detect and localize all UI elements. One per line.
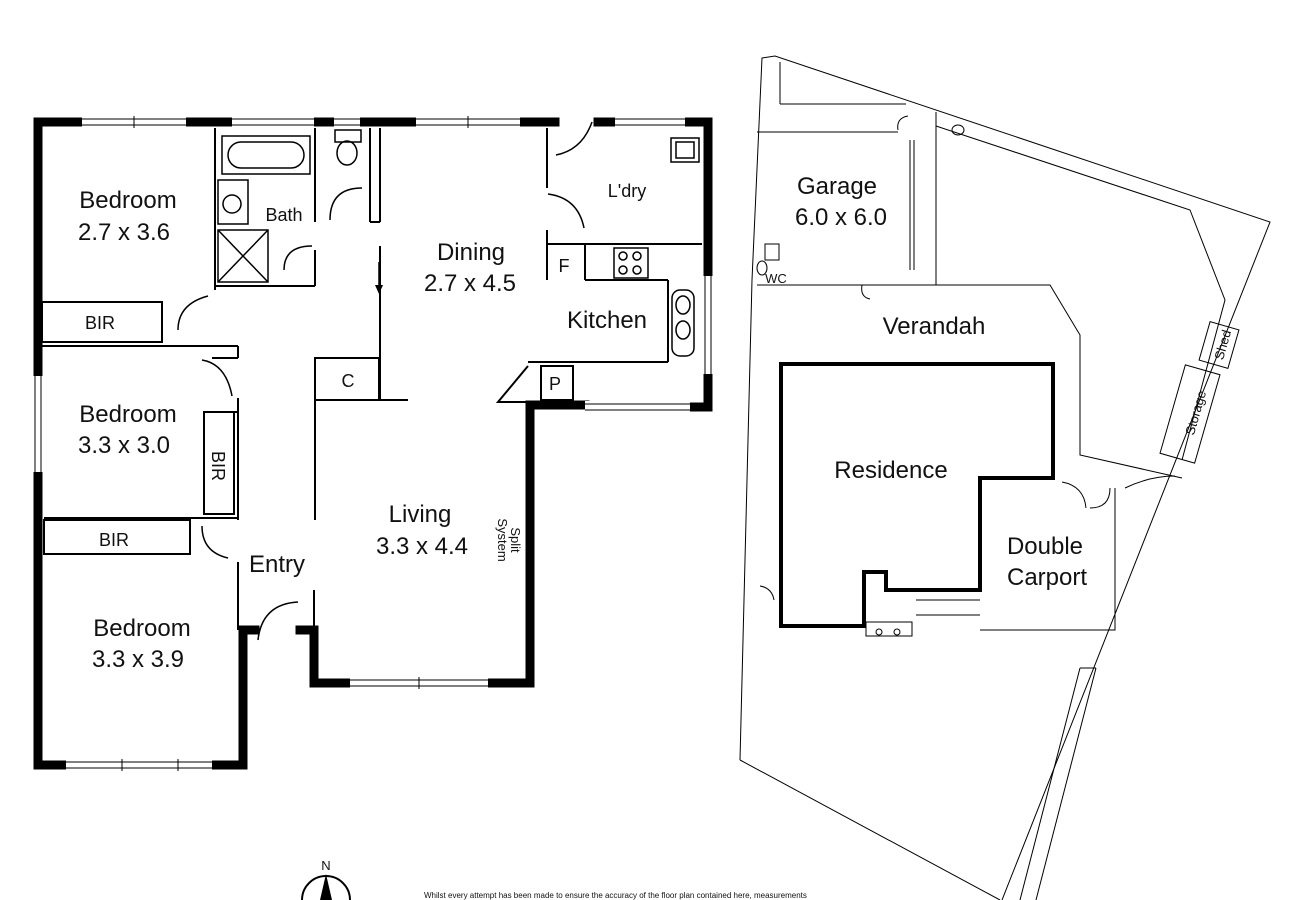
bedroom-3-size: 3.3 x 3.9 — [92, 646, 184, 673]
north-compass: N — [301, 858, 351, 900]
carport-label-line2: Carport — [1007, 564, 1087, 591]
disclaimer-text: Whilst every attempt has been made to en… — [424, 891, 807, 900]
hallway-arrow — [375, 262, 383, 294]
garage-label: Garage — [797, 173, 877, 200]
split-system-line2: System — [495, 518, 510, 561]
boundary-lines — [739, 55, 1271, 900]
bedroom-1-size: 2.7 x 3.6 — [78, 219, 170, 246]
bathroom-fixtures — [217, 129, 362, 283]
bath-label: Bath — [265, 205, 302, 225]
windows — [32, 116, 714, 771]
bir-2-label: BIR — [208, 451, 228, 481]
bedroom-2-size: 3.3 x 3.0 — [78, 432, 170, 459]
living-size: 3.3 x 4.4 — [376, 533, 468, 560]
kitchen-label: Kitchen — [567, 307, 647, 334]
laundry-label: L'dry — [608, 181, 646, 201]
bir-3-label: BIR — [99, 530, 129, 550]
verandah-label: Verandah — [883, 313, 986, 340]
living-label: Living — [389, 501, 452, 528]
garage-size: 6.0 x 6.0 — [795, 204, 887, 231]
carport-label-line1: Double — [1007, 533, 1083, 560]
site-plan: Garage 6.0 x 6.0 WC Verandah Residence D… — [739, 55, 1271, 900]
bedroom-1-label: Bedroom — [79, 187, 176, 214]
pantry-label: P — [549, 374, 561, 394]
cupboard-label: C — [342, 371, 355, 391]
shed-label: Shed — [1211, 328, 1234, 361]
split-system-line1: Split — [508, 527, 523, 553]
dining-size: 2.7 x 4.5 — [424, 270, 516, 297]
interior-walls — [41, 128, 702, 630]
residence-label: Residence — [834, 457, 947, 484]
house-plan: Bedroom 2.7 x 3.6 Bath Dining 2.7 x 4.5 … — [32, 116, 714, 771]
bedroom-3-label: Bedroom — [93, 615, 190, 642]
bedroom-2-label: Bedroom — [79, 401, 176, 428]
wc-label: WC — [765, 271, 787, 286]
compass-north-label: N — [321, 858, 330, 873]
dining-label: Dining — [437, 239, 505, 266]
bir-1-label: BIR — [85, 313, 115, 333]
residence-outline — [779, 362, 1055, 628]
door-swings — [177, 121, 593, 641]
kitchen-fixtures — [613, 137, 700, 357]
fridge-label: F — [559, 256, 570, 276]
entry-label: Entry — [249, 551, 305, 578]
storage-label: Storage — [1182, 389, 1209, 437]
